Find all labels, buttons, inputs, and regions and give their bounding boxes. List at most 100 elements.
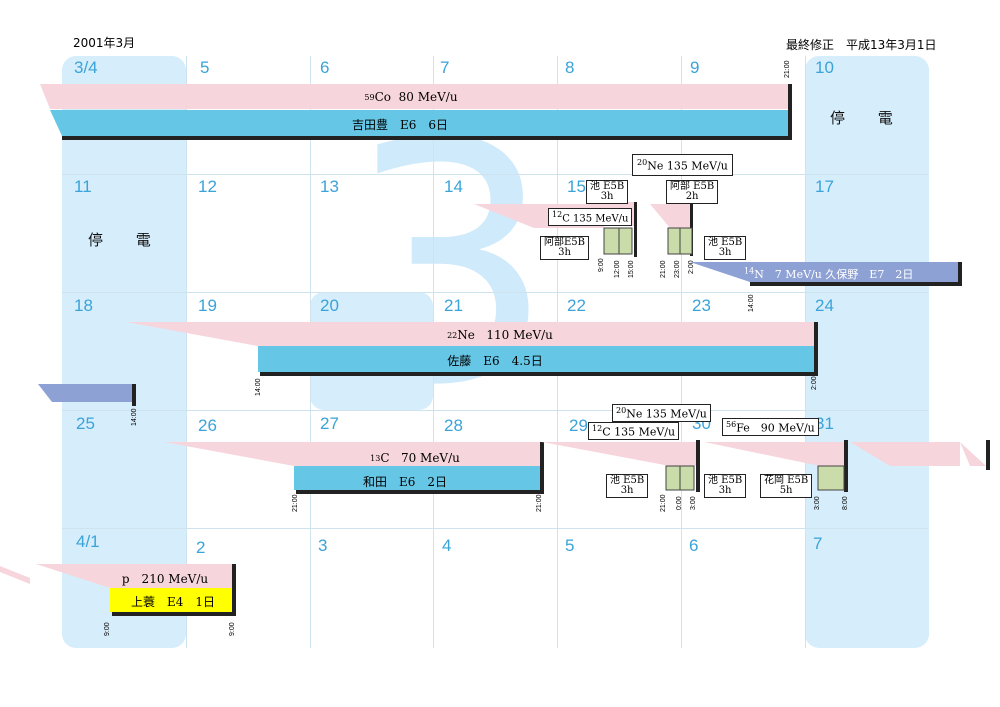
date-label[interactable]: 13 (320, 177, 339, 196)
time-mark: 21:00 (784, 60, 791, 78)
n14-beam-label[interactable]: 14N 7 MeV/u 久保野 E7 2日 (744, 266, 913, 282)
fe-isotope: 56 (726, 420, 737, 429)
slot-user: 阿部E5B (544, 237, 586, 248)
n14-isotope: 14 (744, 266, 755, 276)
ne20-isotope: 20 (637, 158, 648, 167)
date-label[interactable]: 14 (444, 177, 463, 196)
date-label[interactable]: 5 (565, 536, 575, 555)
slot-user: 池 E5B (590, 181, 625, 192)
c13-element: C (380, 451, 390, 465)
date-label[interactable]: 3/4 (74, 58, 98, 77)
date-label[interactable]: 8 (565, 58, 575, 77)
time-mark: 8:00 (842, 496, 849, 510)
slot-user: 阿部 E5B (670, 181, 715, 192)
slot-user: 池 E5B (708, 475, 743, 486)
time-mark: 15:00 (628, 260, 635, 278)
slot-hours: 2h (685, 191, 699, 202)
date-label[interactable]: 6 (320, 58, 330, 77)
slot-hours: 5h (779, 485, 793, 496)
time-mark: 9:00 (229, 622, 236, 636)
date-label[interactable]: 10 (815, 58, 834, 77)
fe-element: Fe 90 MeV/u (736, 421, 815, 435)
date-label[interactable]: 31 (815, 414, 834, 433)
date-label[interactable]: 26 (198, 416, 217, 435)
time-mark: 3:00 (814, 496, 821, 510)
ne22-user-label[interactable]: 佐藤 E6 4.5日 (447, 353, 543, 368)
c13-user-label[interactable]: 和田 E6 2日 (362, 474, 448, 489)
date-label[interactable]: 24 (815, 296, 834, 315)
date-label[interactable]: 7 (813, 534, 823, 553)
date-label[interactable]: 6 (689, 536, 699, 555)
grid-line (62, 292, 928, 293)
date-label[interactable]: 5 (200, 58, 210, 77)
date-label[interactable]: 22 (567, 296, 586, 315)
time-mark: 0:00 (676, 496, 683, 510)
co-isotope: 59 (364, 92, 375, 102)
ne20-beam-label[interactable]: 20Ne 135 MeV/u (632, 154, 733, 176)
p-beam-label[interactable]: p 210 MeV/u (121, 571, 209, 586)
saturday-column (805, 56, 929, 648)
time-mark: 12:00 (614, 260, 621, 278)
ne20-beam-label[interactable]: 20Ne 135 MeV/u (612, 404, 711, 422)
date-label[interactable]: 9 (690, 58, 700, 77)
date-label[interactable]: 4/1 (76, 532, 100, 551)
slot-hours: 3h (620, 485, 634, 496)
grid-line (62, 410, 928, 411)
grid-line (62, 174, 928, 175)
p-user-label[interactable]: 上蓑 E4 1日 (130, 594, 216, 609)
date-label[interactable]: 20 (320, 296, 339, 315)
time-mark: 9:00 (104, 622, 111, 636)
p-beam-shape (0, 564, 236, 616)
slot-user: 花岡 E5B (764, 475, 809, 486)
date-label[interactable]: 25 (76, 414, 95, 433)
date-label[interactable]: 4 (442, 536, 452, 555)
time-mark: 21:00 (660, 260, 667, 278)
slot-hours: 3h (558, 247, 571, 258)
c13-energy: 70 MeV/u (400, 451, 460, 465)
date-label[interactable]: 17 (815, 177, 834, 196)
month-title: 2001年3月 (73, 36, 136, 50)
time-mark: 14:00 (131, 408, 138, 426)
c12-beam-label[interactable]: 12C 135 MeV/u (548, 208, 633, 227)
date-label[interactable]: 15 (567, 177, 586, 196)
date-label[interactable]: 21 (444, 296, 463, 315)
ne20-element: Ne 135 MeV/u (647, 159, 728, 173)
fe-beam-label[interactable]: 56Fe 90 MeV/u (722, 418, 819, 436)
date-label[interactable]: 19 (198, 296, 217, 315)
ne20-beam-shape (650, 204, 693, 256)
c12-element: C 135 MeV/u (562, 213, 629, 225)
slot-hours: 3h (600, 191, 614, 202)
date-label[interactable]: 29 (569, 416, 588, 435)
c12-beam-label[interactable]: 12C 135 MeV/u (588, 422, 680, 440)
date-label[interactable]: 3 (318, 536, 328, 555)
date-label[interactable]: 12 (198, 177, 217, 196)
co-user-label[interactable]: 吉田豊 E6 6日 (351, 117, 449, 132)
slot-hours: 3h (718, 247, 732, 258)
slot-hours: 3h (718, 485, 732, 496)
grid-line (186, 56, 187, 648)
grid-line (62, 528, 928, 529)
sunday-column (62, 56, 186, 648)
date-label[interactable]: 2 (196, 538, 206, 557)
n14-element: N 7 MeV/u 久保野 E7 2日 (754, 268, 914, 281)
date-label[interactable]: 28 (444, 416, 463, 435)
c13-isotope: 13 (370, 453, 381, 463)
last-modified: 最終修正 平成13年3月1日 (786, 38, 937, 52)
date-label[interactable]: 11 (74, 177, 92, 196)
date-label[interactable]: 27 (320, 414, 339, 433)
late-march-beam-shape (542, 440, 990, 492)
date-label[interactable]: 18 (74, 296, 93, 315)
ne20-element: Ne 135 MeV/u (626, 407, 707, 421)
date-label[interactable]: 23 (692, 296, 711, 315)
date-label[interactable]: 7 (440, 58, 450, 77)
